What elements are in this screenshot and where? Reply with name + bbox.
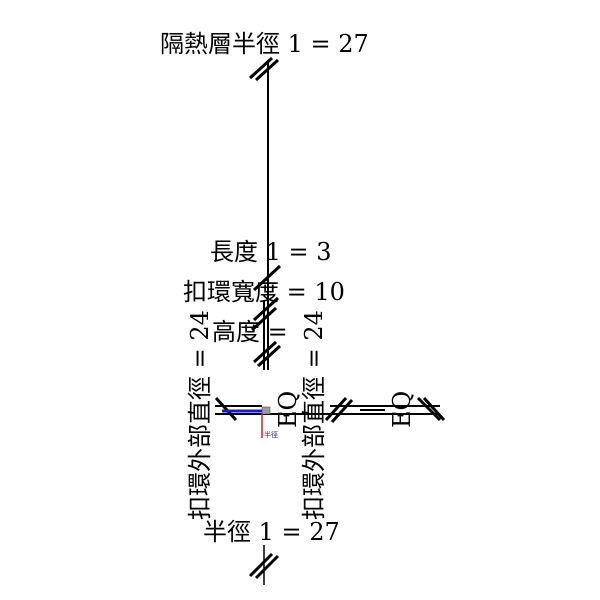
radius-label[interactable]: 半徑 1 = 27	[203, 518, 340, 546]
eq-right-label[interactable]: EQ	[388, 391, 416, 428]
length-label[interactable]: 長度 1 = 3	[210, 238, 332, 266]
ring-width-label[interactable]: 扣環寬度 = 10	[183, 278, 345, 306]
tick-marks-vertical	[248, 56, 282, 580]
height-label[interactable]: 高度 =	[212, 318, 288, 346]
eq-left-label[interactable]: EQ	[274, 391, 302, 428]
ring-outer-diameter-right-label[interactable]: 扣環外部直徑 = 24	[300, 310, 328, 520]
tick-marks-horizontal	[214, 396, 446, 424]
insulation-radius-label[interactable]: 隔熱層半徑 1 = 27	[160, 30, 369, 58]
ring-outer-diameter-left-label[interactable]: 扣環外部直徑 = 24	[186, 310, 214, 520]
origin-marker[interactable]	[261, 406, 271, 415]
radius-tag: 半徑	[264, 430, 278, 439]
